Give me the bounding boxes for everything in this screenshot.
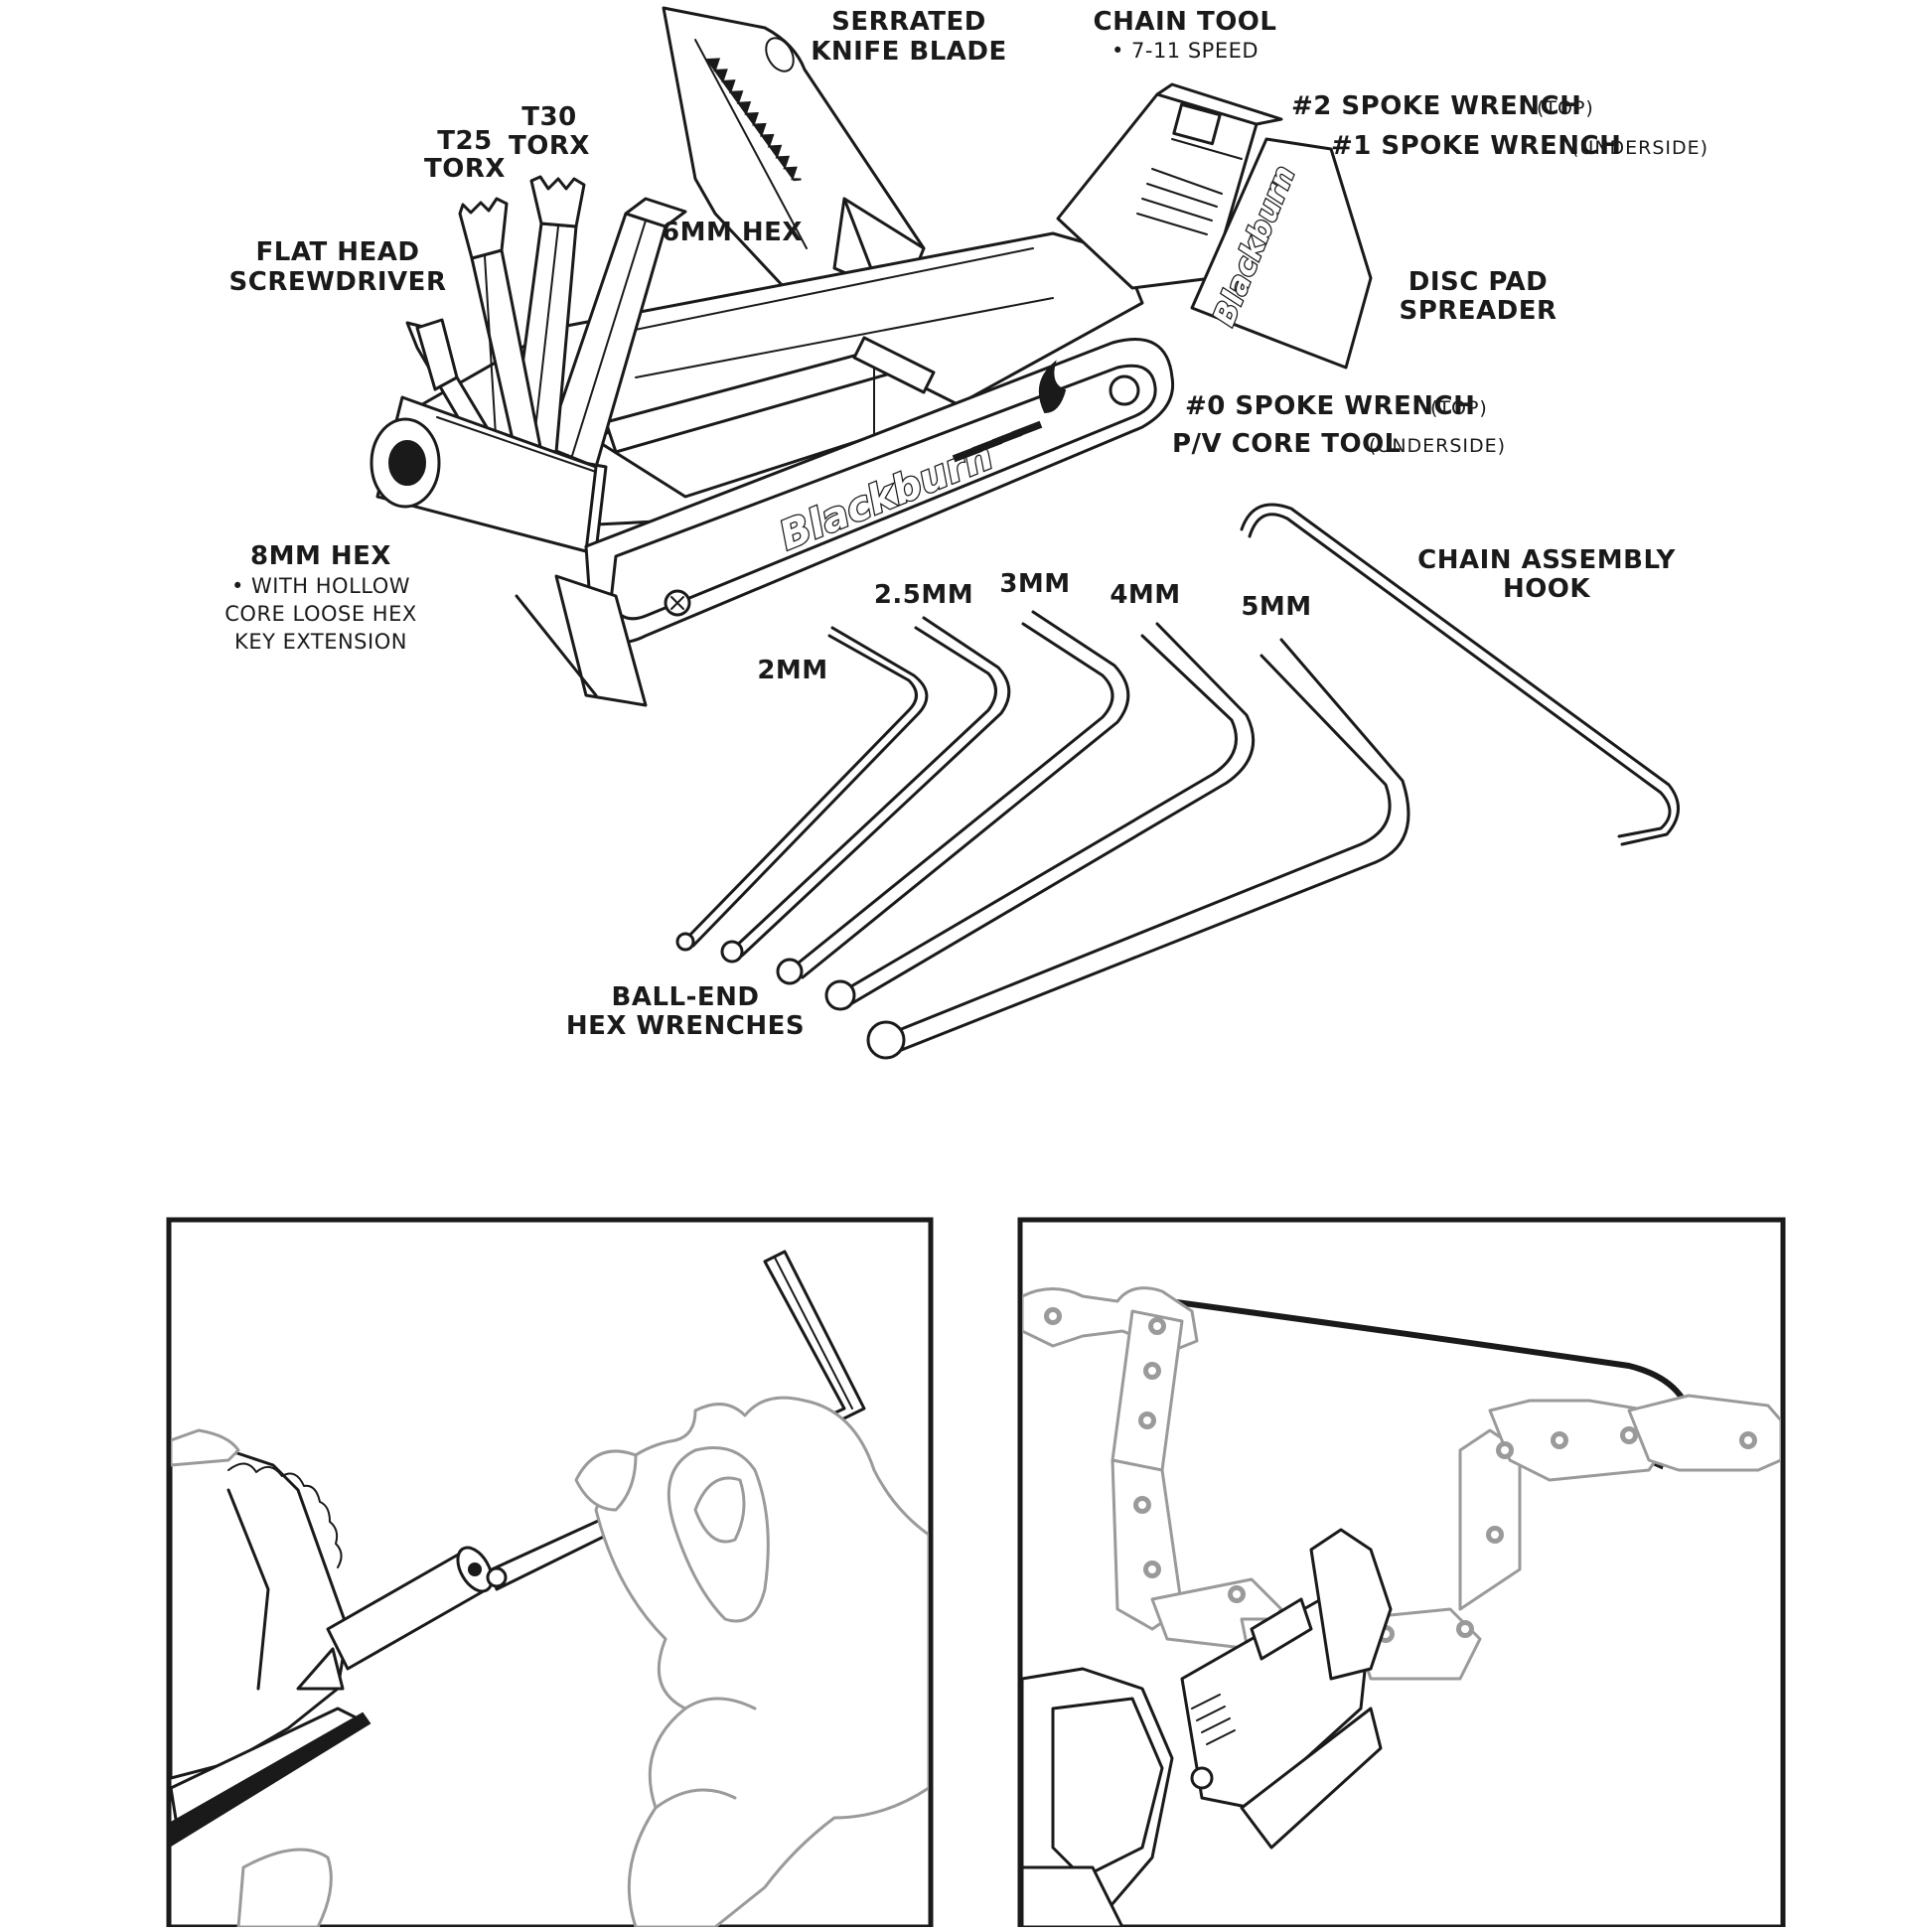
label-t25-torx-l1: T25 [437,126,492,156]
hand-illustration-left [171,1396,929,1927]
flame-logo-icon [1038,360,1067,414]
label-serrated-knife-blade-l2: KNIFE BLADE [811,37,1007,67]
torx-t25-bit [458,197,543,459]
hex-wrench-3mm [776,610,1130,985]
label-pv-core-tool: P/V CORE TOOL [1172,429,1402,459]
label-spoke-wrench-1: #1 SPOKE WRENCH [1331,131,1621,161]
label-flat-head-screwdriver-l1: FLAT HEAD [256,237,420,267]
label-spoke-wrench-2: #2 SPOKE WRENCH [1291,91,1581,121]
chain-tool [1056,82,1283,290]
disc-pad-spreader: Blackburn [1190,137,1373,370]
label-8mm-hex-note-l1: • WITH HOLLOW [231,574,410,598]
label-hex-5mm: 5MM [1241,592,1311,622]
hex-wrench-4mm [824,622,1256,1011]
label-t30-torx-l2: TORX [509,131,590,161]
label-disc-pad-spreader-l2: SPREADER [1399,296,1556,326]
inset-chain-tool [1017,1217,1786,1930]
label-chain-tool-note: • 7-11 SPEED [1112,39,1259,63]
label-flat-head-screwdriver-l2: SCREWDRIVER [229,267,447,297]
label-chain-assembly-hook-l1: CHAIN ASSEMBLY [1417,545,1676,575]
chain-assembly-hook [1240,503,1680,846]
label-t30-torx-l1: T30 [521,102,576,132]
knife-blade [662,6,926,330]
label-hex-2mm: 2MM [757,656,827,685]
label-hex-4mm: 4MM [1110,580,1180,610]
label-hex-3mm: 3MM [999,569,1070,599]
multi-tool: Blackburn Blackburn [370,6,1373,707]
hex-wrench-5mm [866,638,1410,1060]
inset-hex-extension [166,1217,934,1930]
label-8mm-hex: 8MM HEX [250,541,391,571]
hex-wrench-2mm [675,626,929,952]
label-ball-end-hex-wrenches-l1: BALL-END [612,982,760,1012]
label-hex-2_5mm: 2.5MM [874,580,973,610]
hex-wrench-2_5mm [720,616,1011,964]
label-spoke-wrench-1-note: (UNDERSIDE) [1571,137,1708,159]
callout-labels: SERRATED KNIFE BLADE CHAIN TOOL • 7-11 S… [224,7,1708,1041]
chain-tool-in-use [1022,1528,1393,1927]
label-t25-torx-l2: TORX [424,154,506,184]
label-spoke-wrench-2-note: (TOP) [1537,97,1594,119]
label-8mm-hex-note-l2: CORE LOOSE HEX [224,602,416,626]
label-ball-end-hex-wrenches-l2: HEX WRENCHES [566,1011,805,1041]
hex-wrench-set [675,610,1410,1060]
label-chain-assembly-hook-l2: HOOK [1503,574,1590,604]
label-chain-tool: CHAIN TOOL [1094,7,1277,37]
label-serrated-knife-blade-l1: SERRATED [831,7,986,37]
label-6mm-hex: 6MM HEX [662,218,803,247]
hex-8mm-bit [370,395,608,553]
label-pv-core-tool-note: (UNDERSIDE) [1369,435,1506,457]
label-disc-pad-spreader-l1: DISC PAD [1408,267,1549,297]
label-8mm-hex-note-l3: KEY EXTENSION [234,630,407,654]
label-spoke-wrench-0: #0 SPOKE WRENCH [1185,391,1475,421]
label-spoke-wrench-0-note: (TOP) [1430,397,1488,419]
